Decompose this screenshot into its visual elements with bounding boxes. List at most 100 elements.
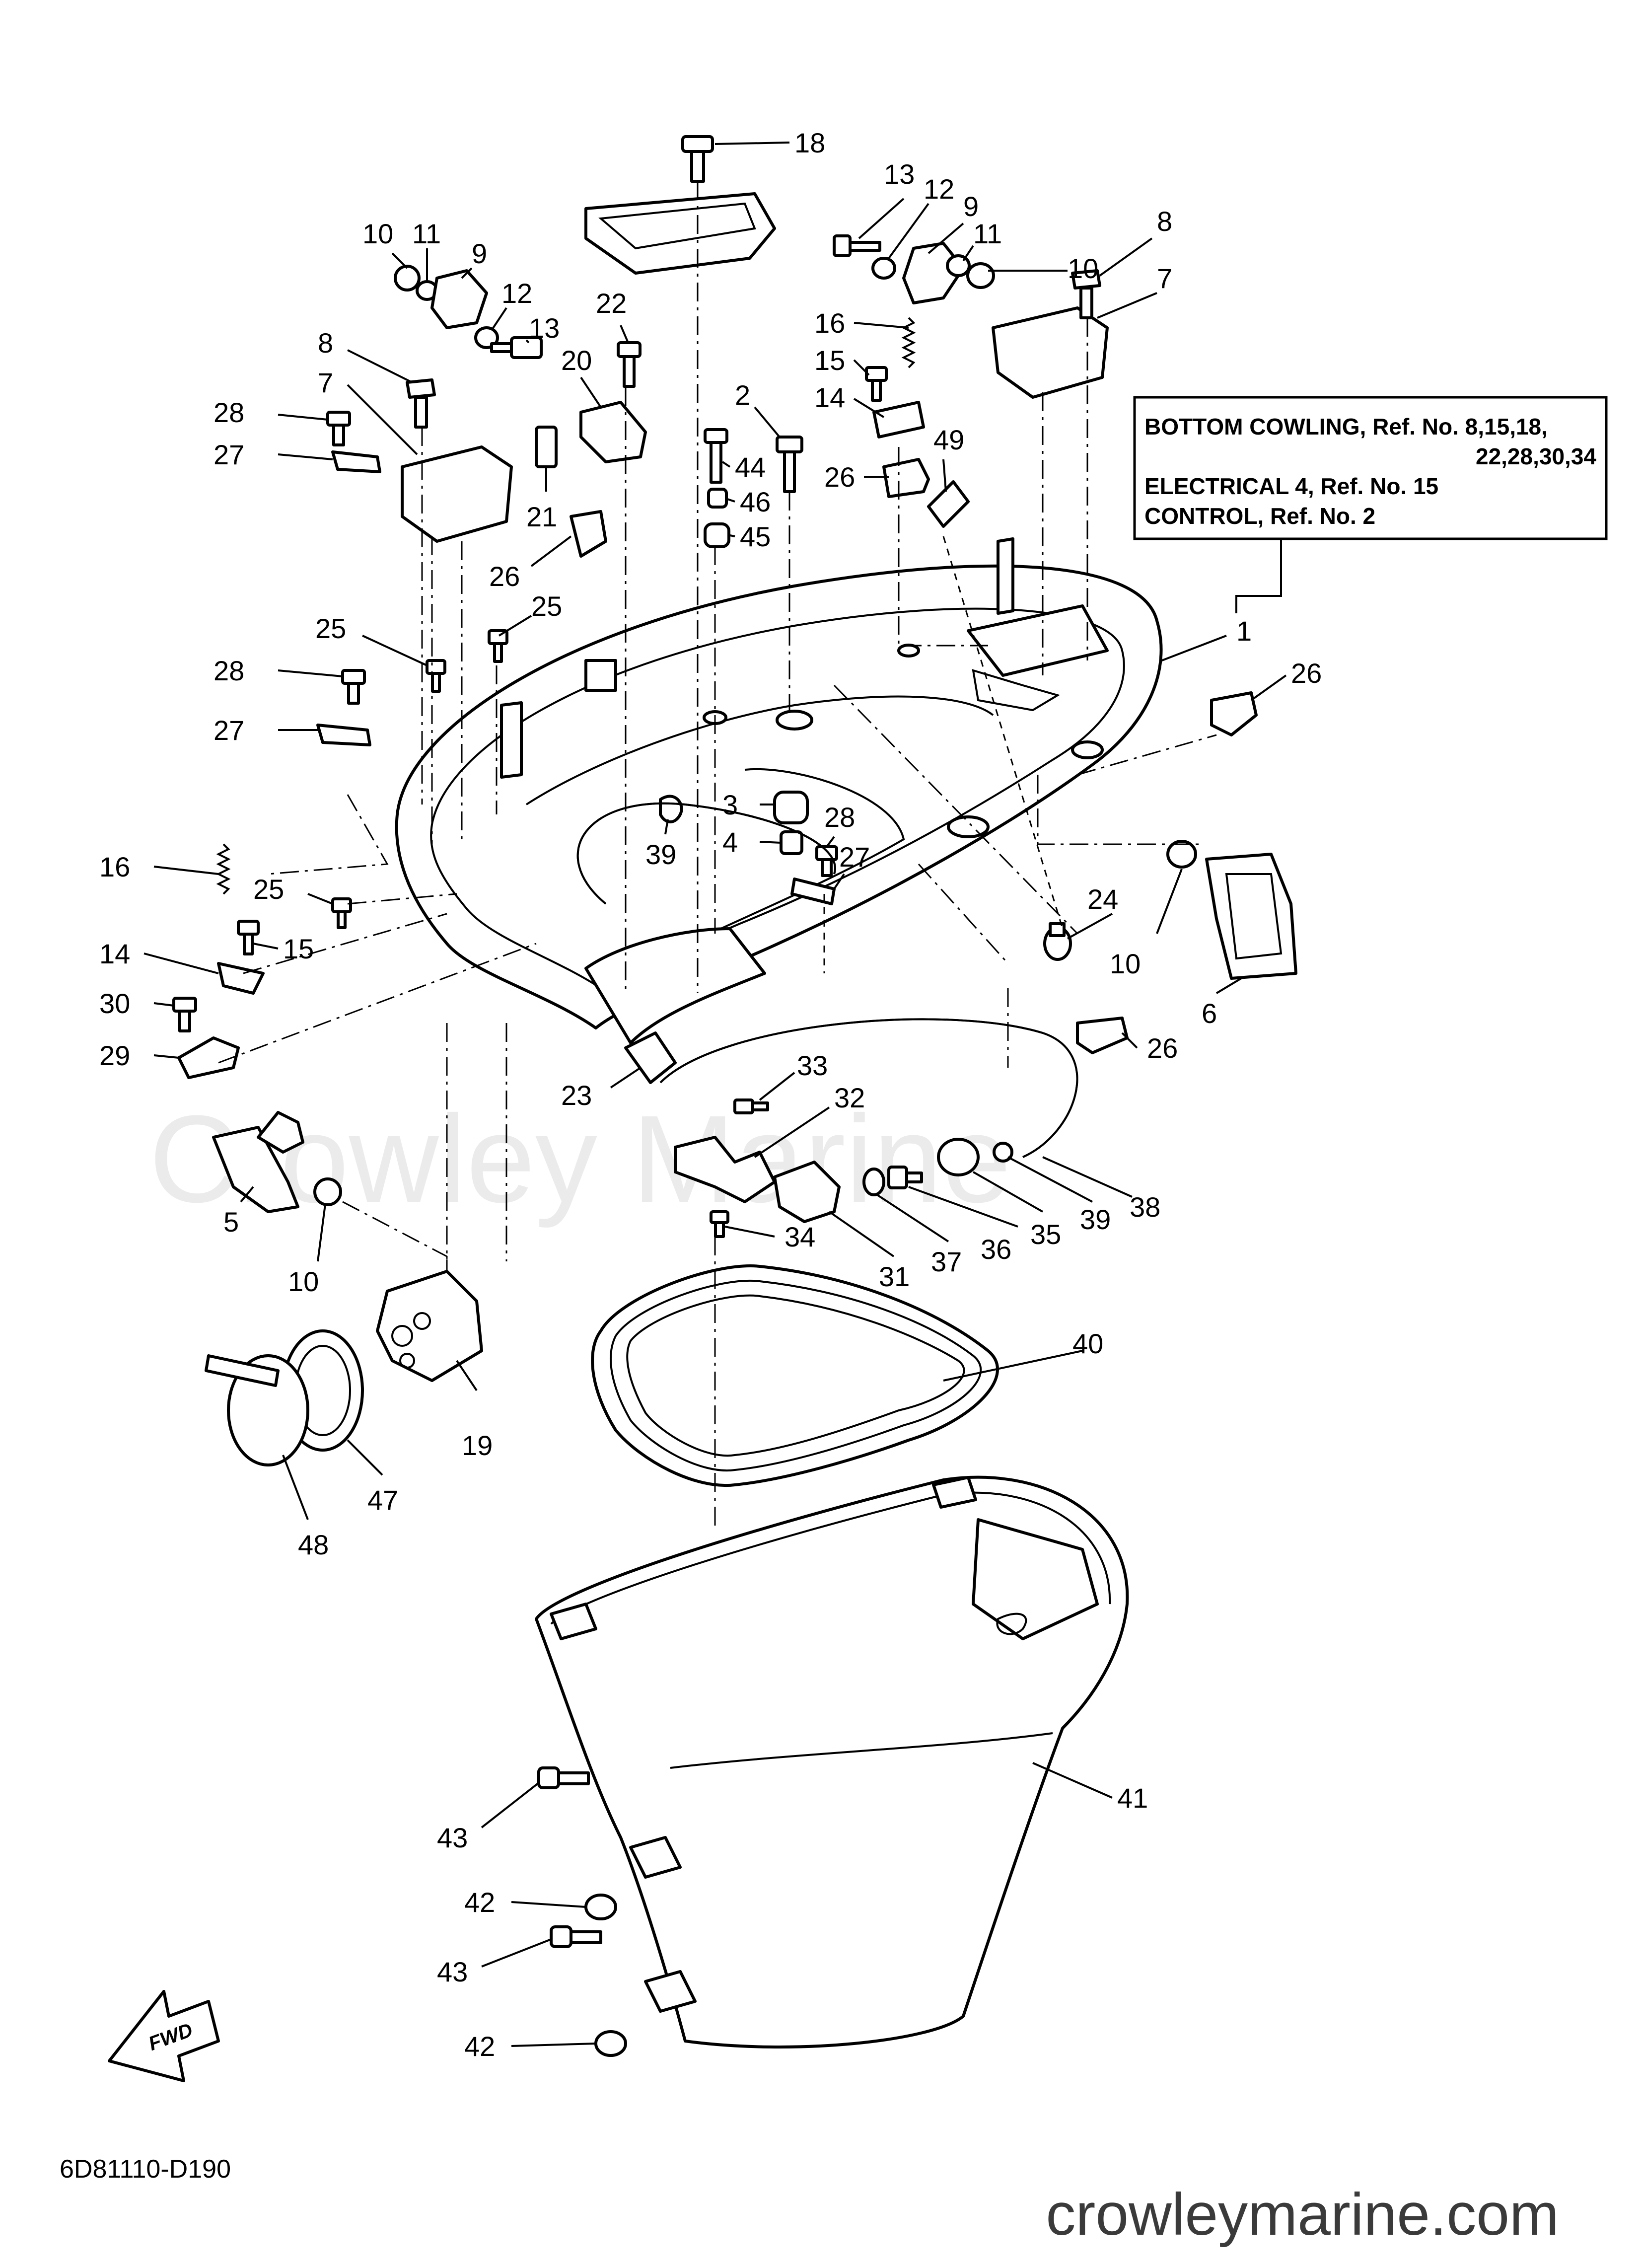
callout-7-right: 7 [1157, 263, 1172, 294]
callout-43-lower: 43 [437, 1956, 468, 1987]
part-41-lower-cowling [535, 1475, 1129, 2049]
callout-4: 4 [722, 826, 738, 858]
callout-12-left: 12 [501, 278, 532, 309]
part-22-bolt [617, 341, 642, 388]
part-16-spring-left [216, 843, 231, 895]
part-40-gasket [591, 1264, 999, 1487]
part-45-grommet [704, 522, 730, 548]
callout-31: 31 [879, 1261, 910, 1292]
part-11-washer-right [946, 254, 971, 277]
callout-11-right: 11 [973, 218, 1002, 249]
part-43-bolt-lower [550, 1925, 602, 1948]
part-33-screw [733, 1098, 769, 1114]
callout-42-lower: 42 [464, 2031, 495, 2062]
callout-11-left: 11 [412, 218, 441, 249]
part-28-bolt-mid [341, 669, 366, 705]
part-19-cover [376, 1270, 483, 1382]
part-5-lever [212, 1126, 299, 1213]
callout-9-left: 9 [472, 238, 487, 269]
part-25-bolt-a [488, 629, 508, 663]
part-27-pin-mid [316, 724, 371, 746]
part-24-drain [1043, 922, 1072, 961]
website: crowleymarine.com [1046, 2181, 1559, 2248]
part-46-collar [707, 488, 728, 509]
callout-21: 21 [526, 501, 557, 532]
part-15-bolt-left [237, 920, 260, 955]
part-31-cap [773, 1161, 841, 1223]
callout-28-mid: 28 [214, 655, 244, 686]
callout-32: 32 [834, 1082, 865, 1113]
callout-13-right: 13 [884, 158, 915, 190]
callout-37: 37 [931, 1246, 962, 1277]
part-13-bolt-right [833, 234, 881, 257]
part-2-bolt [776, 436, 803, 493]
callout-28-upper: 28 [214, 397, 244, 428]
part-23-grommet [624, 1031, 677, 1084]
part-27-pin-upper [331, 450, 381, 473]
part-10-bushing-right [966, 262, 995, 289]
callout-15-right: 15 [814, 345, 845, 376]
callout-8-left: 8 [318, 327, 333, 359]
callout-41: 41 [1117, 1782, 1148, 1814]
callout-5: 5 [223, 1206, 239, 1238]
part-25-bolt-b [426, 659, 446, 693]
note-box: BOTTOM COWLING, Ref. No. 8,15,18, 22,28,… [1133, 396, 1608, 613]
reference-lines [218, 181, 1217, 1530]
part-37-washer [862, 1168, 885, 1196]
callout-10-left: 10 [362, 218, 393, 249]
part-36-fitting [887, 1166, 923, 1189]
callout-39-center: 39 [645, 839, 676, 870]
part-26-mount-left [570, 510, 607, 558]
part-16-spring-right [901, 317, 916, 368]
callout-26-right: 26 [1291, 658, 1322, 689]
callout-49: 49 [933, 424, 964, 455]
leader-lines [143, 142, 1287, 2047]
part-42-nut-lower [594, 2030, 627, 2057]
part-26-mount-right [1210, 691, 1258, 736]
part-10-bushing-right-lower [1166, 840, 1197, 869]
part-29-clip [177, 1036, 240, 1079]
part-10-bushing-left [394, 265, 421, 292]
part-8-bolt-left [406, 378, 436, 429]
callout-30: 30 [99, 988, 130, 1019]
part-43-bolt-upper [537, 1766, 590, 1789]
note-line-1: BOTTOM COWLING, Ref. No. 8,15,18, [1144, 414, 1548, 439]
callout-2: 2 [735, 379, 750, 411]
callout-22: 22 [596, 288, 627, 319]
callout-7-left: 7 [318, 367, 333, 398]
part-35-nut [937, 1138, 980, 1176]
part-26-mount-low [1076, 1017, 1129, 1054]
callout-18: 18 [794, 127, 825, 158]
callout-13-left: 13 [529, 312, 560, 344]
callout-39: 39 [1080, 1204, 1111, 1235]
callout-42-upper: 42 [464, 1887, 495, 1918]
part-code: 6D81110-D190 [60, 2155, 231, 2184]
callout-27-mid: 27 [214, 715, 244, 746]
callout-47: 47 [367, 1484, 398, 1516]
part-3-grommet [773, 791, 809, 824]
part-4-collar [780, 830, 803, 855]
part-21-clip [535, 426, 558, 468]
part-9-clamp-left [430, 269, 488, 329]
callout-27-center: 27 [839, 841, 870, 873]
callout-26-low: 26 [1147, 1032, 1178, 1064]
callout-33: 33 [797, 1050, 828, 1081]
callout-35: 35 [1030, 1219, 1061, 1250]
callout-25-b: 25 [315, 613, 346, 644]
part-18-bolt [681, 135, 714, 183]
part-14-clip-right [872, 401, 925, 439]
part-12-washer-right [871, 257, 896, 280]
note-line-4: CONTROL, Ref. No. 2 [1144, 503, 1375, 529]
note-line-2: 22,28,30,34 [1476, 443, 1596, 469]
callout-25-left: 25 [253, 874, 284, 905]
callout-6: 6 [1202, 998, 1217, 1029]
callout-16-left: 16 [99, 851, 130, 882]
part-8-bolt-right [1071, 269, 1101, 319]
part-9-clamp-right [902, 242, 965, 304]
part-42-nut-upper [584, 1894, 617, 1920]
callout-10-lower: 10 [288, 1266, 319, 1297]
callout-48: 48 [298, 1529, 329, 1560]
callout-43-upper: 43 [437, 1822, 468, 1853]
callout-25-a: 25 [531, 590, 562, 622]
